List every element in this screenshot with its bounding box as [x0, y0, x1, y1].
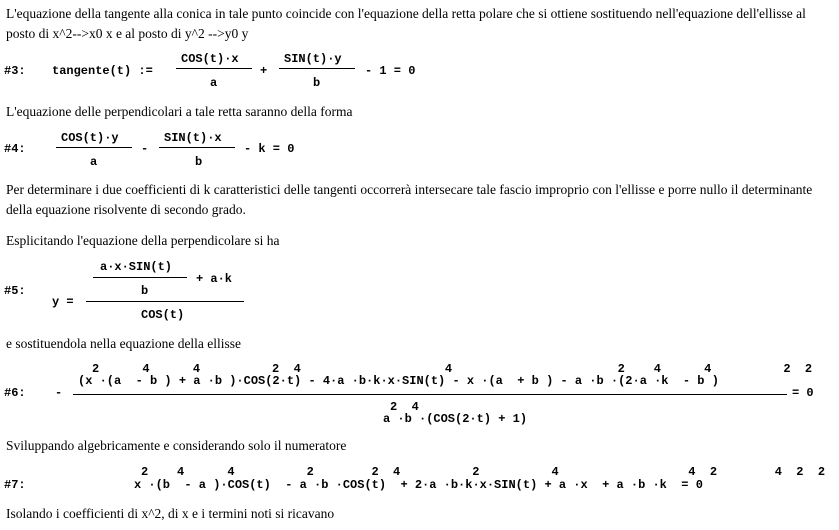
eq3-den2: b	[313, 76, 321, 90]
eq4-fraction-bar-2	[159, 147, 235, 148]
eq3-num1: COS(t)·x	[181, 52, 239, 66]
eq6-denominator: a ·b ·(COS(2·t) + 1)	[383, 412, 528, 426]
eq7-body: x ·(b - a )·COS(t) - a ·b ·COS(t) + 2·a …	[134, 478, 703, 492]
eq6-num-exponents: 2 4 4 2 4 4 2 4 4 2 2 2 2 2	[92, 362, 813, 376]
equation-label-4: #4:	[4, 142, 26, 156]
equation-label-7: #7:	[4, 478, 26, 492]
eq3-fraction-bar-2	[279, 68, 355, 69]
eq3-fraction-bar-1	[176, 68, 252, 69]
paragraph-explicit: Esplicitando l'equazione della perpendic…	[6, 233, 280, 248]
eq3-den1: a	[210, 76, 218, 90]
eq6-numerator: (x ·(a - b ) + a ·b )·COS(2·t) - 4·a ·b·…	[78, 374, 719, 388]
eq5-inner-num: a·x·SIN(t)	[100, 260, 173, 274]
eq4-fraction-bar-1	[56, 147, 132, 148]
eq6-fraction-bar	[73, 394, 787, 395]
eq4-den2: b	[195, 155, 203, 169]
eq4-num2: SIN(t)·x	[164, 131, 222, 145]
eq4-den1: a	[90, 155, 98, 169]
eq3-tail: - 1 = 0	[365, 64, 416, 78]
paragraph-determinant: Per determinare i due coefficienti di k …	[6, 182, 813, 217]
eq4-num1: COS(t)·y	[61, 131, 119, 145]
eq3-num2: SIN(t)·y	[284, 52, 342, 66]
paragraph-perpendicular-form: L'equazione delle perpendicolari a tale …	[6, 104, 353, 119]
eq5-main-fraction-bar	[86, 301, 244, 302]
eq3-plus: +	[260, 64, 268, 78]
eq7-exponents: 2 4 4 2 2 4 2 4 4 2 4 2 2	[141, 465, 826, 479]
paragraph-tangent-intro: L'equazione della tangente alla conica i…	[6, 6, 806, 41]
eq5-den: COS(t)	[141, 308, 185, 322]
paragraph-coefficients: Isolando i coefficienti di x^2, di x e i…	[6, 506, 335, 521]
eq6-sign: -	[55, 386, 63, 400]
eq6-den-exponents: 2 4	[390, 400, 419, 414]
eq5-inner-den: b	[141, 284, 149, 298]
eq5-lhs: y =	[52, 295, 74, 309]
equation-label-5: #5:	[4, 284, 26, 298]
eq6-rhs: = 0	[792, 386, 814, 400]
eq5-inner-fraction-bar	[93, 277, 187, 278]
equation-label-3: #3:	[4, 64, 26, 78]
eq5-plus-term: + a·k	[196, 272, 233, 286]
paragraph-expand: Sviluppando algebricamente e considerand…	[6, 438, 347, 453]
equation-label-6: #6:	[4, 386, 26, 400]
paragraph-substitute: e sostituendola nella equazione della el…	[6, 336, 242, 351]
eq3-lhs: tangente(t) :=	[52, 64, 153, 78]
eq4-tail: - k = 0	[244, 142, 295, 156]
eq4-minus: -	[141, 142, 149, 156]
